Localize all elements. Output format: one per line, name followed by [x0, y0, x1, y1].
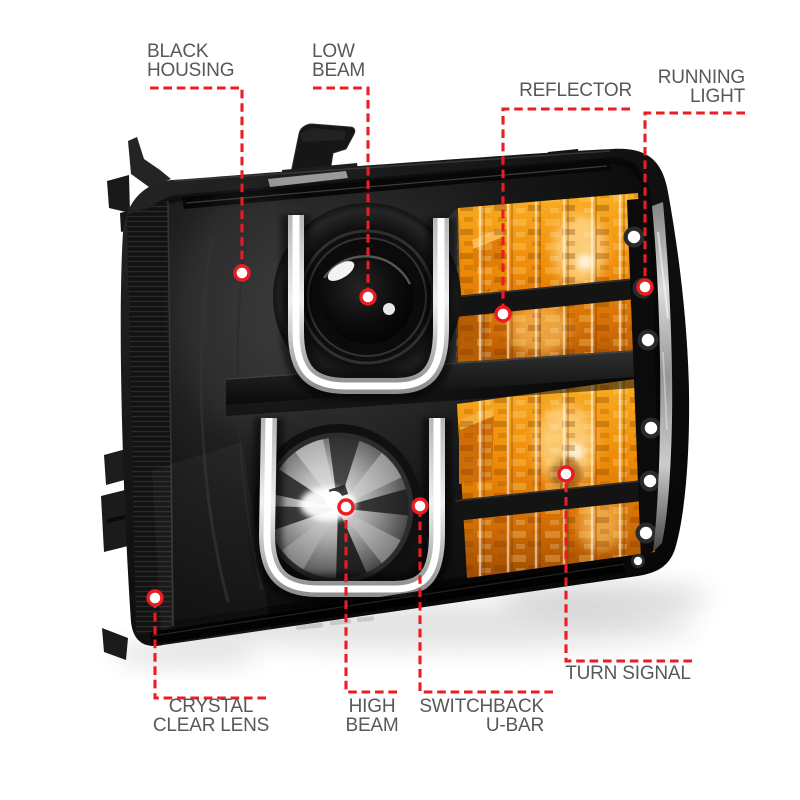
callout-text: HOUSING	[147, 59, 235, 81]
callout-text: LOW	[312, 41, 355, 62]
callout-text: BEAM	[345, 714, 399, 736]
callout-label-low-beam: LOW BEAM	[312, 41, 366, 81]
callout-label-reflector: REFLECTOR	[500, 80, 632, 101]
u-bar-drl-upper	[281, 215, 456, 401]
callout-text: U-BAR	[485, 714, 544, 736]
callout-text: TURN SIGNAL	[565, 663, 691, 684]
callout-text: REFLECTOR	[519, 80, 632, 101]
callout-label-switchback-u-bar: SWITCHBACK U-BAR	[410, 696, 544, 736]
callout-label-high-beam: HIGH BEAM	[327, 696, 417, 736]
callout-label-black-housing: BLACK HOUSING	[147, 41, 235, 81]
mounting-clips-left	[101, 449, 128, 660]
callout-text: CRYSTAL	[168, 696, 254, 717]
callout-label-crystal-clear-lens: CRYSTAL CLEAR LENS	[147, 696, 275, 736]
callout-text: SWITCHBACK	[419, 696, 544, 717]
callout-label-running-light: RUNNING LIGHT	[613, 67, 745, 107]
callout-text: LIGHT	[690, 85, 745, 107]
callout-text: CLEAR LENS	[152, 714, 270, 736]
callout-text: RUNNING	[657, 67, 745, 88]
callout-text: HIGH	[348, 696, 396, 717]
callout-label-turn-signal: TURN SIGNAL	[560, 663, 696, 684]
callout-text: BLACK	[147, 41, 209, 62]
callout-text: BEAM	[312, 59, 366, 81]
